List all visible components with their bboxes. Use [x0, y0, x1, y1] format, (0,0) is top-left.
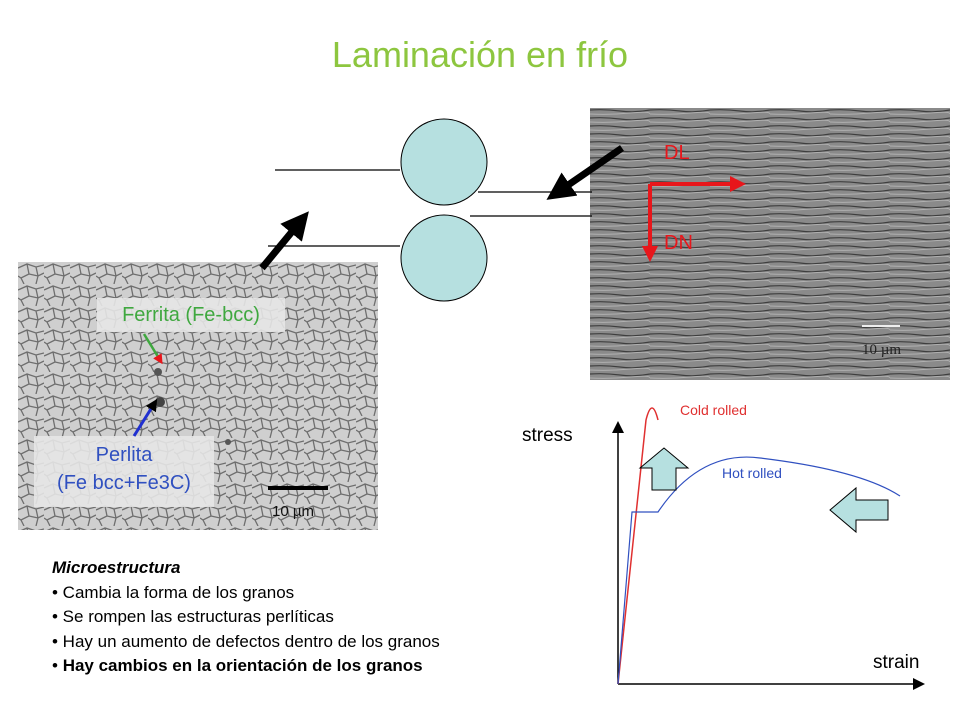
lower-roll [400, 214, 488, 302]
cold-rolled-curve [617, 407, 659, 685]
perlita-label-line1: Perlita [95, 444, 153, 466]
perlita-pointer [132, 398, 158, 437]
list-item-bold-text: Hay cambios en la orientación de los gra… [62, 656, 423, 675]
upper-roll [400, 118, 488, 206]
list-item: • Cambia la forma de los granos [52, 582, 295, 602]
list-item: • Se rompen las estructuras perlíticas [52, 607, 334, 626]
hot-rolled-curve [617, 456, 901, 685]
scale-bar-label-right: 10 µm [862, 342, 902, 358]
up-block-arrow [638, 447, 690, 491]
arrow-to-micrograph [546, 145, 624, 200]
normal-direction-label: DN [664, 232, 693, 254]
page-title: Laminación en frío [331, 34, 629, 75]
list-item-bold: • Hay cambios en la orientación de los g… [52, 656, 423, 675]
scale-bar-label-left: 10 µm [272, 503, 314, 520]
perlita-label-line2: (Fe bcc+Fe3C) [57, 472, 191, 494]
list-item: • Hay un aumento de defectos dentro de l… [52, 631, 440, 651]
left-block-arrow [829, 486, 889, 534]
microstructure-list: Microestructura • Cambia la forma de los… [52, 556, 440, 679]
y-axis-label: stress [522, 425, 573, 446]
x-axis-label: strain [873, 652, 920, 673]
arrow-to-rolls [259, 211, 309, 271]
cold-rolled-label: Cold rolled [680, 402, 747, 418]
perlita-label: Perlita (Fe bcc+Fe3C) [34, 436, 214, 507]
ferrita-pointer [142, 333, 163, 365]
hot-rolled-label: Hot rolled [722, 465, 782, 481]
list-heading: Microestructura [52, 558, 181, 577]
rolling-direction-label: DL [664, 142, 690, 164]
ferrita-label: Ferrita (Fe-bcc) [97, 298, 285, 332]
